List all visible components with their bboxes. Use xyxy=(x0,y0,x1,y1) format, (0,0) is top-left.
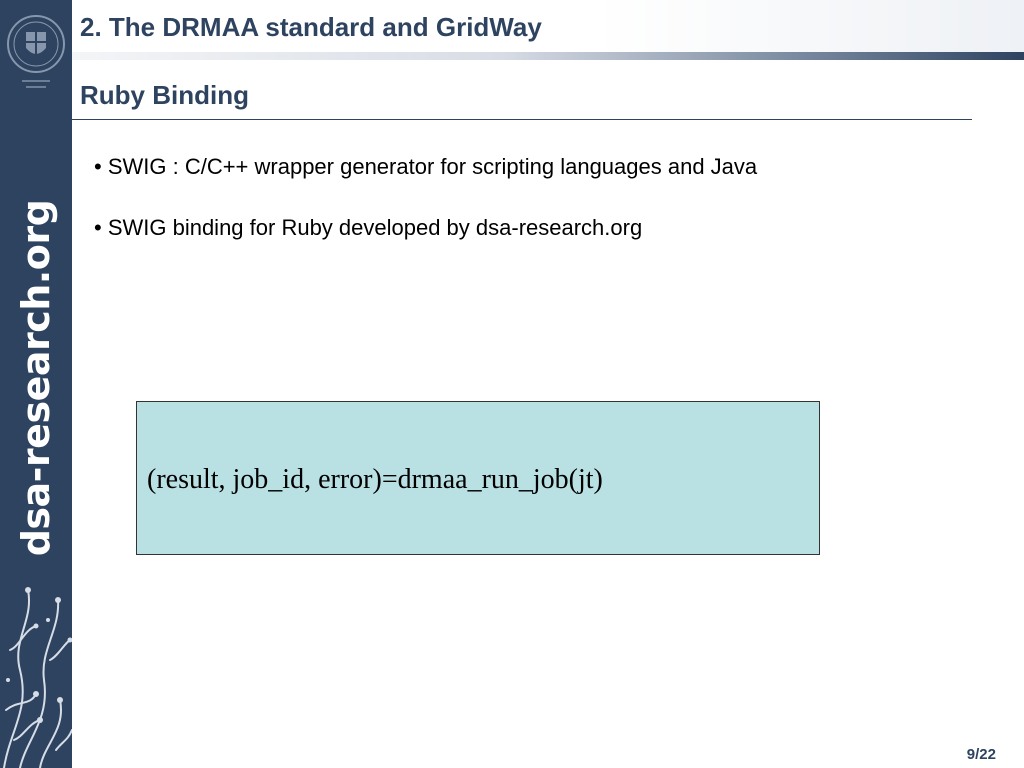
header-background xyxy=(72,0,1024,52)
sidebar: dsa-research.org xyxy=(0,0,72,768)
code-box: (result, job_id, error)=drmaa_run_job(jt… xyxy=(136,401,820,555)
bullet-point: • SWIG binding for Ruby developed by dsa… xyxy=(94,215,643,240)
section-title: 2. The DRMAA standard and GridWay xyxy=(80,12,542,42)
title-divider xyxy=(72,119,972,120)
university-seal-icon xyxy=(7,15,65,88)
bullet-point: • SWIG : C/C++ wrapper generator for scr… xyxy=(94,154,758,179)
sidebar-wordmark: dsa-research.org xyxy=(14,199,58,557)
header-gradient-bar xyxy=(72,52,1024,60)
ivy-vines-decoration xyxy=(3,587,72,768)
page-number: 9/22 xyxy=(966,746,996,763)
code-snippet: (result, job_id, error)=drmaa_run_job(jt… xyxy=(147,464,603,495)
slide-title: Ruby Binding xyxy=(80,80,249,110)
